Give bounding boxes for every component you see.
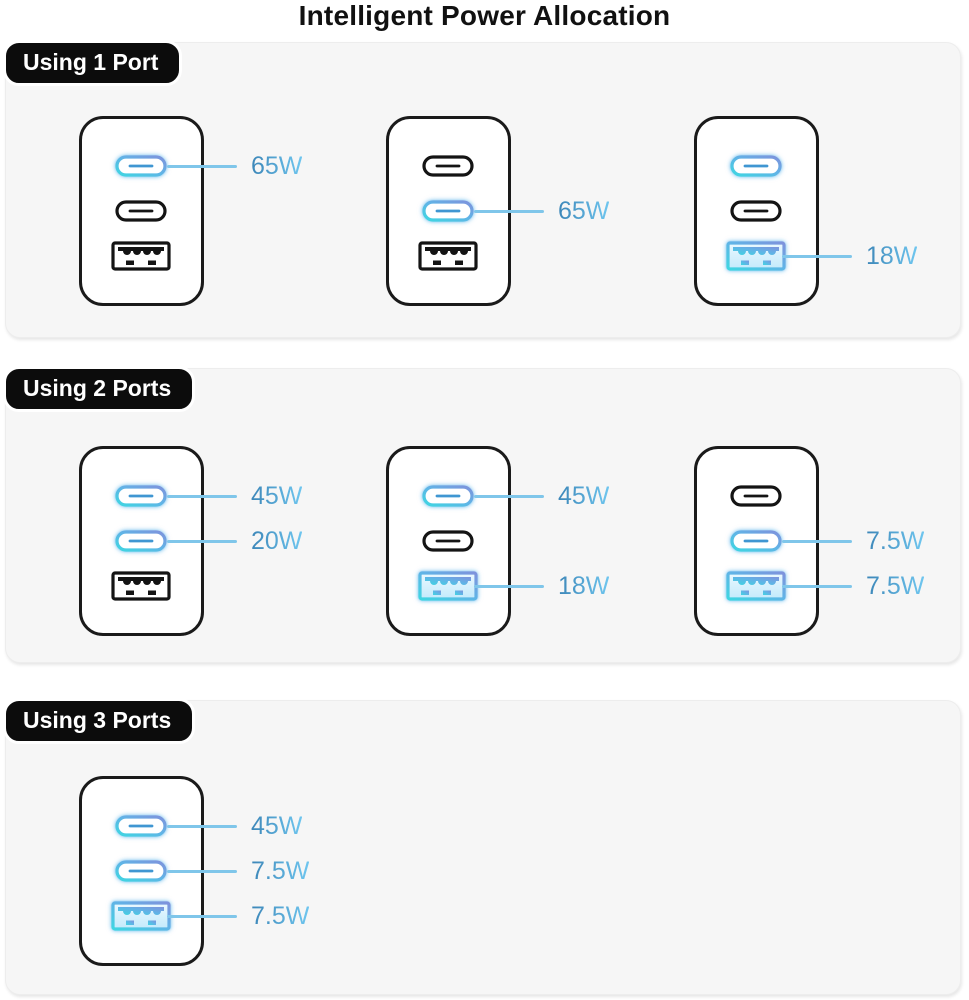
watt-label: 45W <box>251 482 303 510</box>
usb-c-port-icon <box>115 155 167 177</box>
usb-c-port-icon <box>422 530 474 552</box>
charger-diagram: 65W <box>79 116 389 316</box>
leader-line <box>167 869 237 873</box>
usb-c-port-icon <box>422 485 474 507</box>
usb-c-port-icon <box>115 860 167 882</box>
watt-label: 7.5W <box>251 857 310 885</box>
leader-line <box>474 209 544 213</box>
charger-diagram: 45W 20W <box>79 446 389 646</box>
leader-line <box>782 584 852 588</box>
leader-line <box>782 254 852 258</box>
leader-line <box>167 494 237 498</box>
usb-c-port-icon <box>115 530 167 552</box>
usb-a-port-icon <box>418 571 478 601</box>
usb-a-port-icon <box>418 241 478 271</box>
usb-c-port-icon <box>115 200 167 222</box>
watt-label: 7.5W <box>866 572 925 600</box>
leader-line <box>474 584 544 588</box>
leader-line <box>474 494 544 498</box>
usb-a-port-icon <box>726 241 786 271</box>
usb-a-port-icon <box>726 571 786 601</box>
leader-line <box>167 914 237 918</box>
charger-diagram: 18W <box>694 116 969 316</box>
section-card: Using 2 Ports 45W 20W 45W 18W 7.5W 7.5W <box>3 366 961 663</box>
watt-label: 18W <box>558 572 610 600</box>
watt-label: 45W <box>558 482 610 510</box>
leader-line <box>167 824 237 828</box>
usb-c-port-icon <box>115 815 167 837</box>
usb-a-port-icon <box>111 241 171 271</box>
usb-c-port-icon <box>422 155 474 177</box>
leader-line <box>167 164 237 168</box>
section-card: Using 3 Ports 45W 7.5W 7.5W <box>3 698 961 995</box>
usb-a-port-icon <box>111 571 171 601</box>
usb-c-port-icon <box>730 530 782 552</box>
usb-c-port-icon <box>730 485 782 507</box>
watt-label: 20W <box>251 527 303 555</box>
usb-c-port-icon <box>730 200 782 222</box>
watt-label: 65W <box>558 197 610 225</box>
section-card: Using 1 Port 65W 65W 18W <box>3 40 961 338</box>
watt-label: 7.5W <box>866 527 925 555</box>
usb-c-port-icon <box>115 485 167 507</box>
leader-line <box>167 539 237 543</box>
usb-c-port-icon <box>730 155 782 177</box>
usb-c-port-icon <box>422 200 474 222</box>
section-label-pill: Using 1 Port <box>3 40 183 86</box>
page-title: Intelligent Power Allocation <box>298 0 671 31</box>
section-label-pill: Using 2 Ports <box>3 366 196 412</box>
charger-diagram: 65W <box>386 116 696 316</box>
watt-label: 45W <box>251 812 303 840</box>
leader-line <box>782 539 852 543</box>
section-label-pill: Using 3 Ports <box>3 698 196 744</box>
charger-diagram: 45W 7.5W 7.5W <box>79 776 389 976</box>
charger-diagram: 45W 18W <box>386 446 696 646</box>
watt-label: 7.5W <box>251 902 310 930</box>
watt-label: 65W <box>251 152 303 180</box>
charger-diagram: 7.5W 7.5W <box>694 446 969 646</box>
watt-label: 18W <box>866 242 918 270</box>
usb-a-port-icon <box>111 901 171 931</box>
